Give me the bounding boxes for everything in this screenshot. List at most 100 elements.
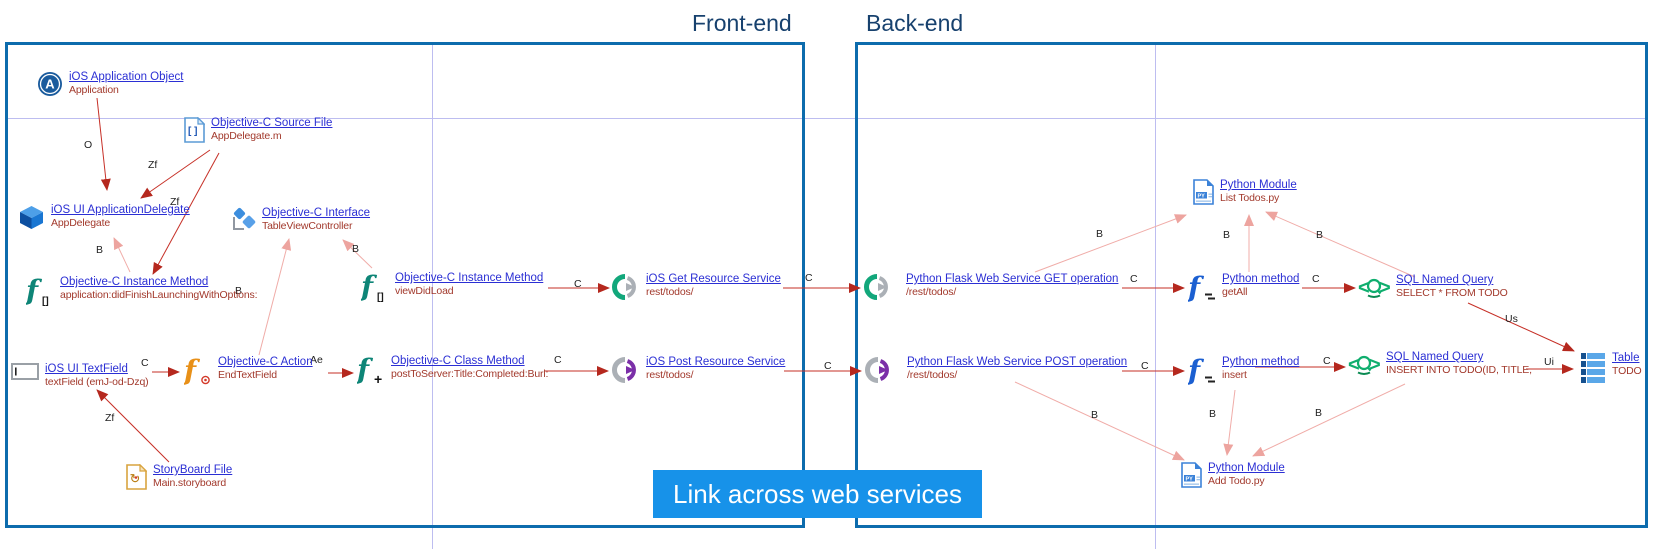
node-title-link[interactable]: iOS Get Resource Service (646, 273, 781, 285)
sql-query-icon: <> (1348, 351, 1381, 377)
svg-text:PY: PY (1198, 193, 1206, 199)
edge-label: Ui (1544, 356, 1554, 368)
node-title-link[interactable]: Objective-C Interface (262, 207, 371, 219)
cube-icon (18, 204, 45, 231)
svg-text:PY: PY (1186, 476, 1194, 482)
node-title-link[interactable]: Python method (1222, 356, 1300, 368)
node-title-link[interactable]: Python Flask Web Service POST operation (907, 356, 1128, 368)
node-title-link[interactable]: Objective-C Source File (211, 117, 333, 129)
node-title-link[interactable]: SQL Named Query (1386, 351, 1484, 363)
edge-label: Zf (105, 412, 115, 424)
node-title-link[interactable]: SQL Named Query (1396, 274, 1494, 286)
svg-text:f: f (1188, 273, 1205, 303)
grid-line-vertical-backend (1155, 42, 1156, 549)
edge-label: Us (1505, 313, 1518, 325)
edge-label: C (554, 354, 562, 366)
svg-text:[]: [] (42, 296, 49, 306)
class-method-icon: f+ (355, 353, 385, 387)
grid-line-horizontal (5, 118, 1648, 119)
edge-label: B (1096, 228, 1104, 240)
link-banner-label: Link across web services (673, 478, 962, 509)
node-subtitle: rest/todos/ (646, 369, 694, 381)
node-subtitle: textField (emJ-od-Dzq) (45, 376, 149, 388)
get-service-icon (612, 273, 640, 301)
svg-text:f: f (361, 272, 378, 302)
node-subtitle: getAll (1222, 286, 1248, 298)
node-subtitle: TODO (1612, 365, 1642, 377)
svg-text:<: < (1358, 277, 1370, 299)
svg-text:f: f (184, 356, 201, 386)
edge-label: B (352, 243, 360, 255)
node-subtitle: rest/todos/ (646, 286, 694, 298)
node-title-link[interactable]: iOS Post Resource Service (646, 356, 786, 368)
python-method-icon: f (1186, 271, 1216, 304)
node-title-link[interactable]: Python Module (1220, 179, 1297, 191)
node-title-link[interactable]: Python Flask Web Service GET operation (906, 273, 1119, 285)
backend-label: Back-end (866, 10, 964, 36)
node-flask-get-operation: Python Flask Web Service GET operation/r… (864, 273, 1118, 301)
get-service-icon (864, 273, 892, 301)
svg-text:[ ]: [ ] (188, 126, 197, 137)
node-title-link[interactable]: Python Module (1208, 462, 1285, 474)
node-title-link[interactable]: Python method (1222, 273, 1300, 285)
node-title-link[interactable]: Objective-C Instance Method (395, 272, 544, 284)
node-title-link[interactable]: Objective-C Instance Method (60, 276, 209, 288)
interface-icon (229, 207, 256, 233)
node-title-link[interactable]: iOS UI ApplicationDelegate (51, 204, 190, 216)
node-title-link[interactable]: StoryBoard File (153, 464, 233, 476)
sql-query-icon: <> (1358, 274, 1391, 300)
edge-label: C (574, 278, 582, 290)
node-title-link[interactable]: iOS UI TextField (45, 363, 128, 375)
node-subtitle: /rest/todos/ (906, 286, 957, 298)
node-subtitle: postToServer:Title:Completed:Burl: (391, 368, 549, 380)
frontend-box (5, 42, 805, 528)
node-subtitle: viewDidLoad (395, 285, 454, 297)
edge-label: O (84, 139, 93, 151)
edge-label: B (1209, 408, 1217, 420)
python-module-icon: PY (1193, 179, 1214, 205)
table-icon (1580, 352, 1606, 384)
svg-text:>: > (1379, 277, 1390, 299)
svg-text:>: > (1369, 354, 1380, 376)
python-method-icon: f (1186, 354, 1216, 387)
svg-text:A: A (45, 77, 55, 92)
node-title-link[interactable]: Table (1612, 352, 1640, 364)
link-banner: Link across web services (653, 470, 982, 518)
node-subtitle: List Todos.py (1220, 192, 1280, 204)
svg-text:f: f (357, 355, 374, 385)
node-subtitle: INSERT INTO TODO(ID, TITLE, (1386, 364, 1532, 376)
node-subtitle: AppDelegate (51, 217, 111, 229)
node-flask-post-operation: Python Flask Web Service POST operation/… (865, 356, 1127, 384)
post-service-icon (612, 356, 640, 384)
svg-text:f: f (26, 276, 43, 306)
source-file-icon: [ ] (184, 116, 206, 143)
edge-label: B (1223, 229, 1231, 241)
edge-label: C (805, 272, 813, 284)
grid-line-vertical-frontend (432, 42, 433, 549)
node-subtitle: insert (1222, 369, 1247, 381)
svg-text:+: + (374, 371, 382, 385)
textfield-icon (11, 363, 39, 381)
frontend-label: Front-end (692, 10, 792, 36)
node-subtitle: Add Todo.py (1208, 475, 1265, 487)
edge-label: B (96, 244, 104, 256)
node-title-link[interactable]: Objective-C Class Method (391, 355, 525, 367)
instance-method-icon: f[] (359, 270, 389, 303)
node-subtitle: Main.storyboard (153, 477, 227, 489)
node-title-link[interactable]: iOS Application Object (69, 71, 184, 83)
edge-label: B (1316, 229, 1324, 241)
svg-text:<: < (1348, 354, 1360, 376)
node-title-link[interactable]: Objective-C Action (218, 356, 313, 368)
edge-label: C (1130, 273, 1138, 285)
node-subtitle: /rest/todos/ (907, 369, 958, 381)
edge-label: B (235, 285, 243, 297)
app-store-icon: A (37, 71, 63, 97)
